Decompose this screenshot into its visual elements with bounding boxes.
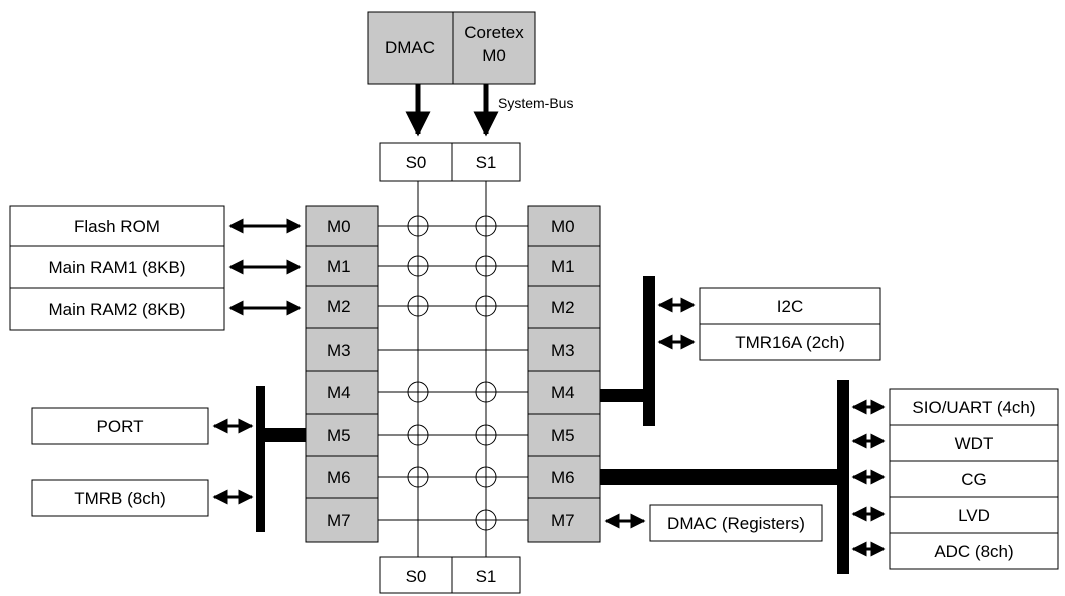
main-ram1-box [9, 245, 225, 289]
right-slave-port-m0-label: M0 [551, 217, 575, 236]
left-slave-port-m4 [305, 370, 379, 415]
left-slave-port-m6-label: M6 [327, 468, 351, 487]
top-port-s1-box [451, 142, 521, 182]
bottom-port-s1-box [451, 556, 521, 594]
top-port-s0-label: S0 [406, 153, 427, 172]
tmr16a-label: TMR16A (2ch) [735, 333, 845, 352]
dmac-registers-label: DMAC (Registers) [667, 514, 805, 533]
port-label: PORT [97, 417, 144, 436]
top-ports: S0 S1 [379, 142, 521, 182]
sio-uart-box [889, 388, 1059, 426]
upper-right-bus-vertical [643, 276, 655, 426]
right-slave-ports: M0 M1 M2 M3 M4 M5 M6 M7 [527, 205, 601, 543]
left-slave-port-m5 [305, 413, 379, 457]
left-slave-port-m5-label: M5 [327, 426, 351, 445]
wdt-label: WDT [955, 434, 994, 453]
right-slave-port-m2-label: M2 [551, 298, 575, 317]
left-peripheral-bus-horizontal [260, 428, 306, 442]
right-slave-port-m7-label: M7 [551, 511, 575, 530]
far-right-peripheral-arrows [851, 399, 886, 557]
left-slave-ports: M0 M1 M2 M3 M4 M5 M6 M7 [305, 205, 379, 543]
right-slave-port-m7 [527, 497, 601, 543]
left-slave-port-m0-label: M0 [327, 217, 351, 236]
junction-crosshairs [408, 216, 496, 530]
adc-label: ADC (8ch) [934, 542, 1013, 561]
right-slave-port-m3-label: M3 [551, 341, 575, 360]
main-ram2-box [9, 287, 225, 331]
cg-box [889, 460, 1059, 498]
left-slave-port-m1-label: M1 [327, 257, 351, 276]
row-lines [378, 225, 528, 521]
right-slave-port-m6-label: M6 [551, 468, 575, 487]
tmr16a-box [699, 323, 881, 361]
right-slave-port-m6 [527, 455, 601, 499]
left-slave-port-m2-label: M2 [327, 297, 351, 316]
upper-right-bus-horizontal [600, 389, 650, 402]
right-slave-port-m2 [527, 285, 601, 329]
flash-rom-box [9, 205, 225, 247]
far-right-peripheral-bus [600, 380, 849, 574]
adc-box [889, 532, 1059, 570]
dmac-master-label: DMAC [385, 38, 435, 57]
left-slave-port-m7 [305, 497, 379, 543]
left-peripheral-bus [256, 386, 306, 532]
left-slave-port-m3-label: M3 [327, 341, 351, 360]
bottom-ports: S0 S1 [379, 556, 521, 594]
cg-label: CG [961, 470, 987, 489]
left-slave-port-m6 [305, 455, 379, 499]
far-right-bus-vertical [837, 380, 849, 574]
right-slave-port-m1-label: M1 [551, 257, 575, 276]
bottom-port-s1-label: S1 [476, 567, 497, 586]
right-slave-port-m5 [527, 413, 601, 457]
tmrb-box [31, 479, 209, 517]
memory-arrows [228, 218, 302, 316]
far-right-peripheral-boxes: SIO/UART (4ch) WDT CG LVD ADC (8ch) [889, 388, 1059, 570]
left-slave-port-m1 [305, 245, 379, 287]
bottom-port-s0-label: S0 [406, 567, 427, 586]
crossbar-junctions [407, 215, 497, 531]
right-slave-port-m5-label: M5 [551, 426, 575, 445]
i2c-box [699, 287, 881, 325]
left-slave-port-m4-label: M4 [327, 383, 351, 402]
left-slave-port-m0 [305, 205, 379, 247]
left-slave-port-m7-label: M7 [327, 511, 351, 530]
upper-right-peripheral-bus [600, 276, 655, 426]
right-slave-port-m3 [527, 327, 601, 372]
system-bus-label: System-Bus [498, 95, 573, 111]
left-peripheral-bus-vertical [256, 386, 265, 532]
master-blocks: DMAC Coretex M0 [367, 11, 536, 85]
cortex-master-label-line2: M0 [482, 46, 506, 65]
cortex-master-label-line1: Coretex [464, 23, 524, 42]
tmrb-label: TMRB (8ch) [74, 489, 166, 508]
sio-uart-label: SIO/UART (4ch) [912, 398, 1035, 417]
i2c-label: I2C [777, 297, 803, 316]
main-ram1-label: Main RAM1 (8KB) [49, 258, 186, 277]
main-ram2-label: Main RAM2 (8KB) [49, 300, 186, 319]
lvd-label: LVD [958, 506, 990, 525]
left-slave-port-m2 [305, 285, 379, 329]
memory-blocks: Flash ROM Main RAM1 (8KB) Main RAM2 (8KB… [9, 205, 225, 331]
cortex-master-block [452, 11, 536, 85]
lvd-box [889, 496, 1059, 534]
port-box [31, 407, 209, 445]
far-right-bus-horizontal [600, 469, 842, 485]
dmac-registers-box [649, 504, 823, 542]
dmac-master-block [367, 11, 454, 85]
flash-rom-label: Flash ROM [74, 217, 160, 236]
top-port-s1-label: S1 [476, 153, 497, 172]
left-slave-port-m3 [305, 327, 379, 372]
top-port-s0-box [379, 142, 453, 182]
right-slave-port-m4-label: M4 [551, 383, 575, 402]
